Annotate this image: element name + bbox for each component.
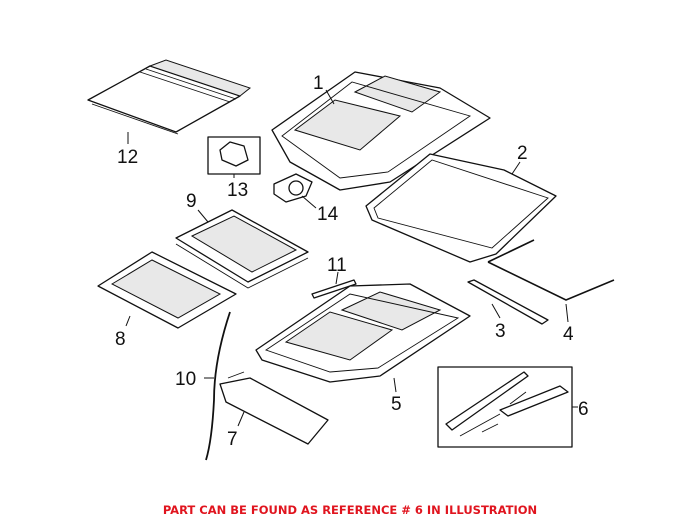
callout-6: 6 [578,399,589,420]
callout-2: 2 [517,143,528,164]
callout-1: 1 [313,73,324,94]
part-8-glass-panel[interactable] [97,251,237,329]
reference-note: PART CAN BE FOUND AS REFERENCE # 6 IN IL… [162,503,538,517]
part-6-guide-rails[interactable] [437,366,573,448]
part-2-seal[interactable] [365,153,557,263]
callout-5: 5 [391,394,402,415]
part-1-sunroof-frame[interactable] [271,71,491,191]
part-12-sunshade[interactable] [87,59,252,135]
part-3-weatherstrip[interactable] [467,279,549,325]
callout-10: 10 [175,369,196,390]
callout-11: 11 [327,255,347,276]
callout-14: 14 [317,204,339,225]
callout-9: 9 [186,191,197,212]
part-11-deflector[interactable] [311,279,357,299]
callout-4: 4 [563,324,574,345]
callout-12: 12 [117,147,138,168]
callout-8: 8 [115,329,126,350]
part-9-glass-panel[interactable] [175,209,309,289]
leader-lines [125,89,578,427]
callout-3: 3 [495,321,506,342]
callout-7: 7 [227,429,238,450]
part-13-bracket[interactable] [207,136,261,175]
part-4-weatherstrip[interactable] [487,239,615,301]
part-14-motor[interactable] [273,173,313,203]
part-10-drain-hose[interactable] [205,311,231,461]
part-7-deflector[interactable] [219,371,329,445]
part-5-frame[interactable] [255,283,471,383]
callout-13: 13 [227,180,248,201]
